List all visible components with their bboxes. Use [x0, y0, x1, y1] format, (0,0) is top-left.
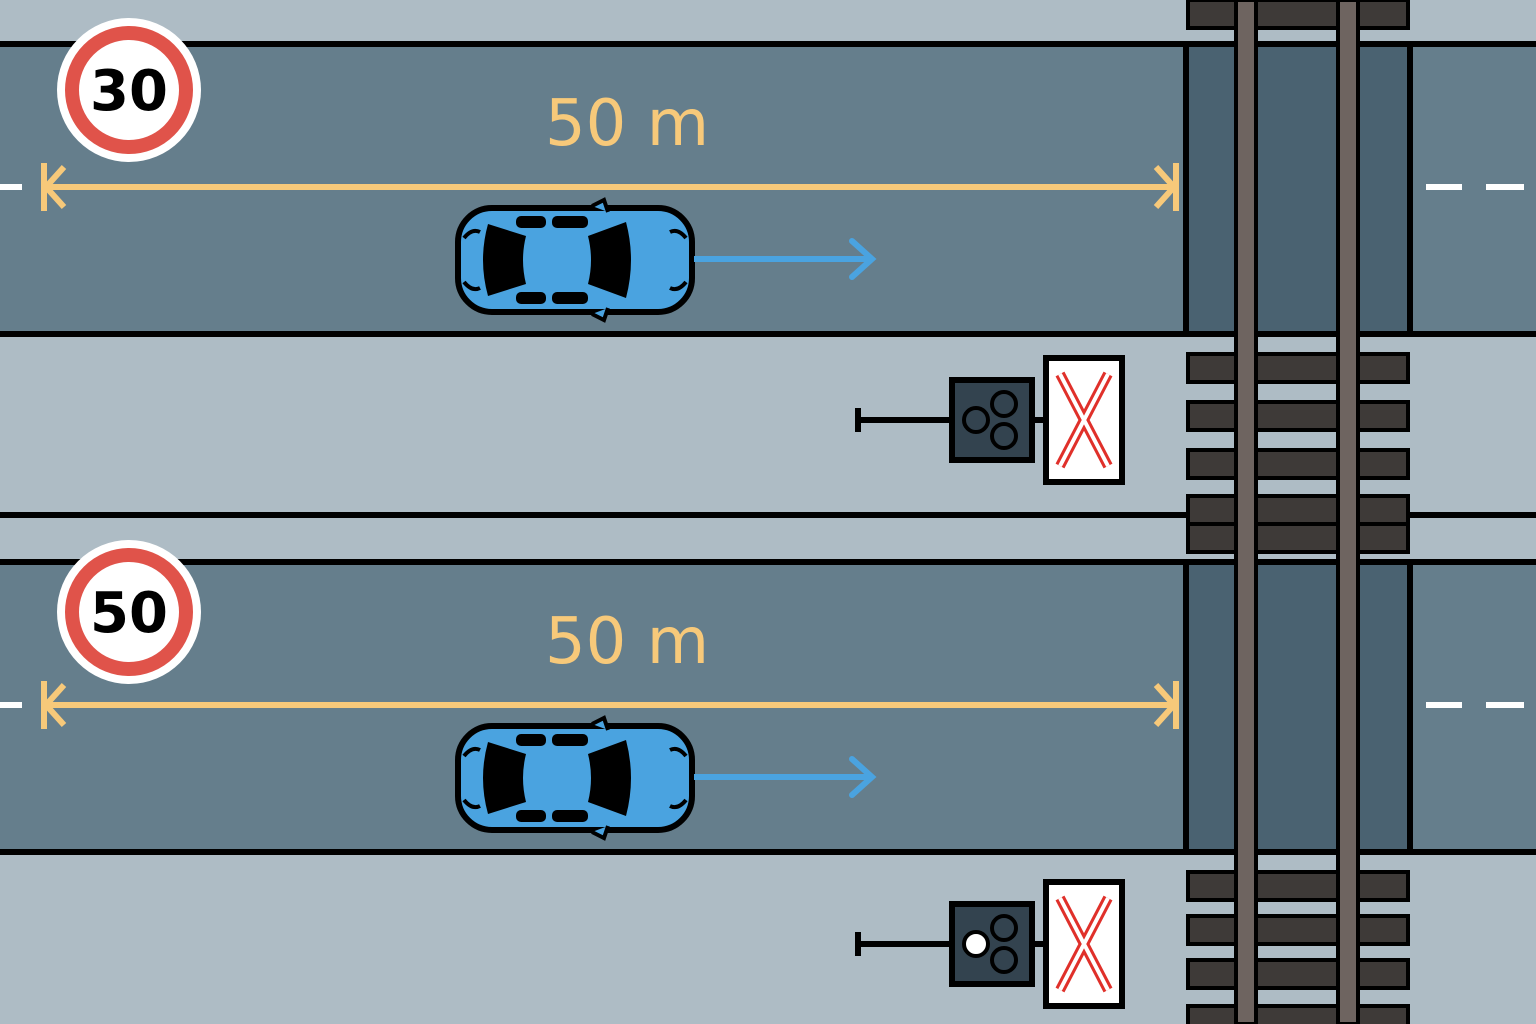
rail-sleeper	[1186, 448, 1410, 480]
car-icon	[458, 718, 692, 838]
crossing-zone	[1186, 562, 1410, 852]
cross-x-inner	[1058, 373, 1110, 467]
rail-sleeper	[1186, 352, 1410, 384]
signal-lamp	[990, 390, 1018, 418]
signal-lamp	[962, 406, 990, 434]
distance-label: 50 m	[545, 87, 709, 161]
direction-arrow-head-icon	[849, 756, 877, 798]
rail	[1234, 0, 1258, 1024]
arrowhead-left-icon	[41, 682, 67, 728]
rail-sleeper	[1186, 870, 1410, 902]
rail	[1336, 0, 1360, 1024]
panel-divider	[0, 512, 1536, 518]
scenario-panel-30	[0, 18, 1536, 485]
signal-box-icon	[949, 901, 1035, 987]
rail-sleeper	[1186, 400, 1410, 432]
direction-arrow-head-icon	[849, 238, 877, 280]
railway-track	[1186, 0, 1410, 1024]
distance-label: 50 m	[545, 605, 709, 679]
rail-sleeper	[1186, 0, 1410, 30]
arrowhead-left-icon	[41, 164, 67, 210]
signal-lamp	[990, 422, 1018, 450]
signal-lamp	[990, 946, 1018, 974]
signal-lamp	[990, 914, 1018, 942]
rail-sleeper	[1186, 494, 1410, 526]
scenario-panel-50	[0, 540, 1536, 1009]
signal-lamp	[962, 930, 990, 958]
rail-sleeper	[1186, 1004, 1410, 1024]
car-icon	[458, 200, 692, 320]
speed-limit-ring	[65, 26, 193, 154]
rail-sleeper	[1186, 522, 1410, 554]
speed-limit-ring	[65, 548, 193, 676]
speed-limit-value: 50	[90, 581, 168, 646]
speed-limit-value: 30	[90, 59, 168, 124]
rail-sleeper	[1186, 914, 1410, 946]
arrowhead-right-icon	[1153, 682, 1179, 728]
arrowhead-right-icon	[1153, 164, 1179, 210]
rail-sleeper	[1186, 958, 1410, 990]
crossing-zone	[1186, 44, 1410, 334]
cross-x-inner	[1058, 897, 1110, 991]
